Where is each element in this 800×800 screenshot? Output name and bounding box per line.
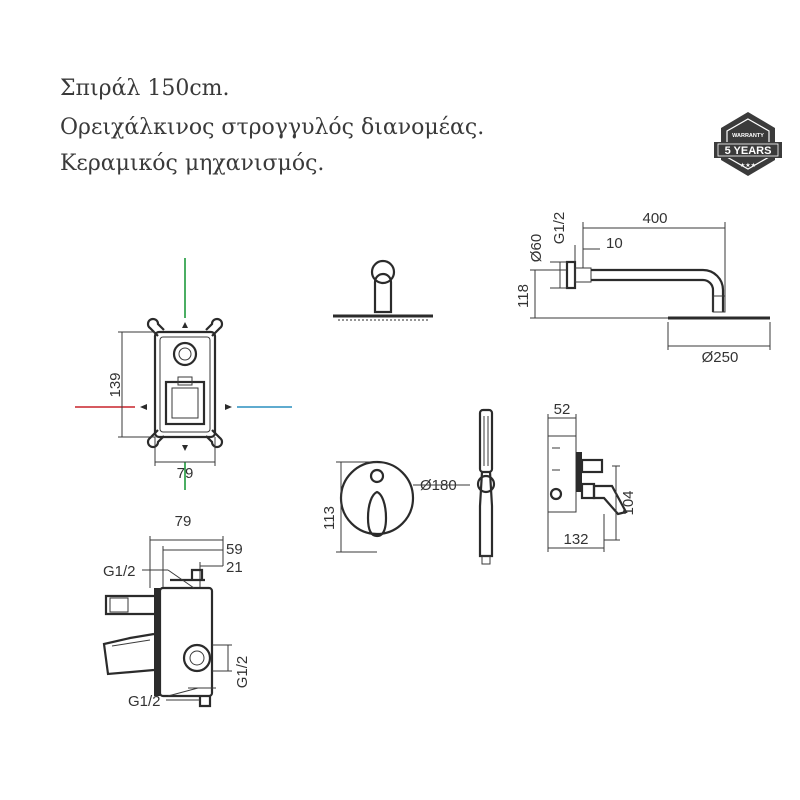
dim-bottom-thread-right: G1/2 xyxy=(234,656,251,689)
arm-head-joint xyxy=(712,295,726,313)
badge-main-text: 5 YEARS xyxy=(725,145,772,157)
shower-arm-front xyxy=(373,272,393,314)
hand-shower-head xyxy=(478,408,494,474)
shower-wall-flange xyxy=(370,259,396,285)
box-body-inner xyxy=(159,336,211,433)
dim-bottom-thread-bottom: G1/2 xyxy=(128,693,161,710)
shower-head-front xyxy=(333,259,433,321)
side-box-wall xyxy=(154,588,160,696)
box-body xyxy=(153,330,217,439)
hot-arrow xyxy=(140,404,147,410)
arm-pipe xyxy=(591,268,725,312)
side-cartridge-upper xyxy=(104,594,154,616)
badge-ribbon xyxy=(714,142,782,158)
box-cartridge-top xyxy=(177,376,193,386)
dim-flange-diam: Ø60 xyxy=(528,234,545,262)
hand-shower xyxy=(476,408,496,565)
badge-stars: ★★★ xyxy=(740,162,756,169)
box-ear-bottom-left xyxy=(146,429,165,449)
side-port xyxy=(182,643,212,673)
arm-connector xyxy=(574,267,592,283)
box-cartridge xyxy=(164,380,206,426)
shower-arm-side: 400 10 Ø60 G1/2 118 Ø250 xyxy=(515,210,771,366)
side-lever xyxy=(592,484,628,516)
top-nipple xyxy=(190,568,204,580)
side-diverter xyxy=(580,458,604,474)
top-arrow xyxy=(182,322,188,328)
hand-shower-handle xyxy=(478,471,494,558)
dim-bottom-width: 79 xyxy=(175,513,192,530)
description-line-spiral: Σπιράλ 150cm. xyxy=(60,76,230,101)
badge-ribbon-border xyxy=(717,143,779,157)
dim-arm-thread: G1/2 xyxy=(551,212,568,245)
warranty-badge: WARRANTY 5 YEARS ★★★ xyxy=(714,112,782,176)
box-top-port xyxy=(172,341,198,367)
dim-bottom-thread-top: G1/2 xyxy=(103,563,136,580)
dim-plate-height: 113 xyxy=(321,506,338,530)
dim-arm-length: 400 xyxy=(642,210,667,227)
badge-top-text: WARRANTY xyxy=(732,133,764,139)
dim-side-depth: 52 xyxy=(554,401,571,418)
dim-head-diam: Ø250 xyxy=(702,349,739,366)
dim-box-height: 139 xyxy=(107,372,124,397)
side-outlet xyxy=(549,487,563,501)
side-box xyxy=(547,435,577,513)
concealed-box-side: 79 59 21 G1/2 xyxy=(102,513,251,710)
box-cartridge-inner xyxy=(171,387,199,419)
side-port-inner xyxy=(189,650,205,666)
hand-shower-holder xyxy=(476,474,496,494)
box-ear-top-right xyxy=(205,317,224,337)
bottom-nipple xyxy=(198,696,212,708)
description-line-mechanism: Κεραμικός μηχανισμός. xyxy=(60,151,325,176)
dim-box-width: 79 xyxy=(177,465,194,482)
mixer-lever xyxy=(366,490,388,538)
arm-wall-flange xyxy=(565,260,577,290)
dim-bottom-59: 59 xyxy=(226,541,243,558)
side-plate xyxy=(576,452,582,492)
dim-side-length: 132 xyxy=(563,531,588,548)
box-ear-top-left xyxy=(146,317,165,337)
description-line-distributor: Ορειχάλκινος στρογγυλός διανομέας. xyxy=(60,115,485,140)
dim-arm-drop: 118 xyxy=(515,284,532,308)
side-cartridge xyxy=(580,482,596,500)
bottom-arrow xyxy=(182,445,188,451)
concealed-box-front: 139 79 xyxy=(75,258,292,490)
box-top-port-inner xyxy=(178,347,192,361)
dim-side-height: 104 xyxy=(620,490,637,515)
badge-inner-hexagon xyxy=(726,118,770,170)
dim-arm-10: 10 xyxy=(606,235,623,252)
cold-arrow xyxy=(225,404,232,410)
cover-plate-front: 113 Ø180 xyxy=(321,460,470,553)
cover-plate xyxy=(339,460,415,536)
box-ear-bottom-right xyxy=(205,429,224,449)
hose-nut xyxy=(481,555,491,565)
dim-bottom-21: 21 xyxy=(226,559,243,576)
diverter-knob xyxy=(369,468,385,484)
mixer-side: 52 104 132 xyxy=(547,401,637,552)
side-box-body xyxy=(158,586,214,698)
side-diverter-lower xyxy=(102,632,155,676)
